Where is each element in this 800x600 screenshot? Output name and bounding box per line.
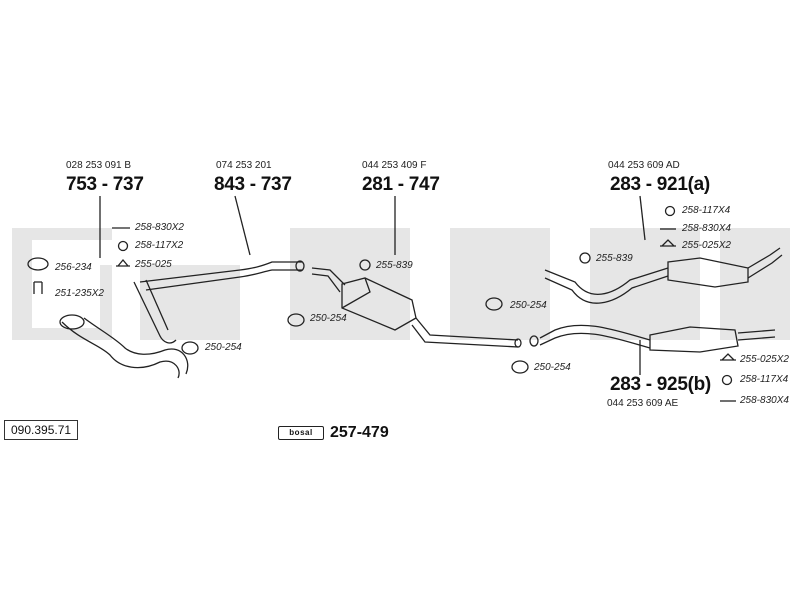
accessory-code: 255-025X2 xyxy=(740,354,789,365)
oe-number-4: 044 253 609 AD xyxy=(608,160,680,171)
leader-line-2 xyxy=(234,195,251,256)
accessory-code: 250-254 xyxy=(534,362,571,373)
oe-number-2: 074 253 201 xyxy=(216,160,272,171)
ring-icon xyxy=(117,240,129,252)
accessory-code: 258-117X4 xyxy=(682,205,731,216)
part-number-3: 281 - 747 xyxy=(362,174,440,195)
accessory-code: 250-254 xyxy=(310,313,347,324)
ring-icon xyxy=(579,252,591,264)
clamp-icon xyxy=(511,360,529,374)
oe-number-5: 044 253 609 AE xyxy=(607,398,679,409)
accessory-code: 258-117X4 xyxy=(740,374,789,385)
clamp-icon xyxy=(485,297,503,311)
front-pipe xyxy=(59,314,189,379)
clamp-icon xyxy=(116,258,130,267)
reference-number: 090.395.71 xyxy=(4,420,79,440)
ring-icon xyxy=(359,259,371,271)
accessory-code: 250-254 xyxy=(510,300,547,311)
hanger-icon xyxy=(33,281,43,294)
gasket-icon xyxy=(27,257,49,271)
accessory-code: 258-830X4 xyxy=(682,223,731,234)
clamp-icon xyxy=(287,313,305,327)
accessory-code: 258-830X4 xyxy=(740,395,789,406)
rear-silencer-b xyxy=(529,324,776,353)
accessory-code: 256-234 xyxy=(55,262,92,273)
oe-number-3: 044 253 409 F xyxy=(362,160,427,171)
accessory-code: 251-235X2 xyxy=(55,288,104,299)
center-silencer xyxy=(311,267,522,348)
brand-box-icon: bosal xyxy=(278,426,324,440)
accessory-code: 258-117X2 xyxy=(135,240,184,251)
accessory-code: 250-254 xyxy=(205,342,242,353)
ring-icon xyxy=(721,374,733,386)
clamp-icon xyxy=(660,239,676,247)
part-number-4: 283 - 921(a) xyxy=(610,174,710,195)
clamp-icon xyxy=(181,341,199,355)
oe-number-1: 028 253 091 B xyxy=(66,160,132,171)
middle-pipe xyxy=(133,260,305,344)
leader-line-4 xyxy=(639,195,646,241)
accessory-code: 255-839 xyxy=(376,260,413,271)
accessory-code: 258-830X2 xyxy=(135,222,184,233)
rear-silencer-a xyxy=(544,247,783,304)
accessory-code: 255-839 xyxy=(596,253,633,264)
ring-icon xyxy=(664,205,676,217)
part-number-1: 753 - 737 xyxy=(66,174,144,195)
accessory-code: 255-025 xyxy=(135,259,172,270)
part-number-5: 283 - 925(b) xyxy=(610,374,711,395)
accessory-code: 255-025X2 xyxy=(682,240,731,251)
clamp-icon xyxy=(720,353,736,361)
kit-number: 257-479 xyxy=(330,424,389,441)
part-number-2: 843 - 737 xyxy=(214,174,292,195)
